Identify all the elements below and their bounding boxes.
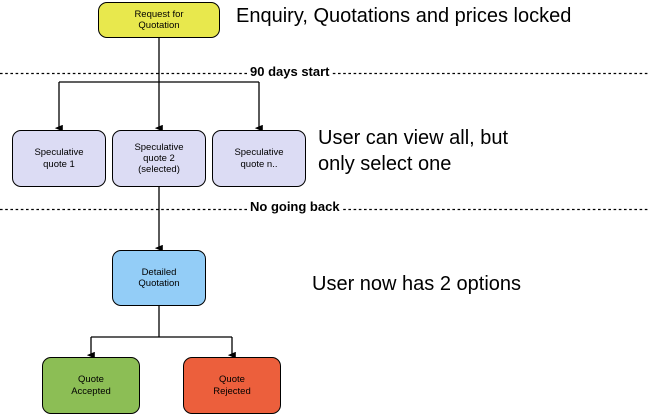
node-detailed-quotation[interactable]: Detailed Quotation	[112, 250, 206, 306]
node-label: Detailed Quotation	[138, 266, 180, 289]
node-request-for-quotation[interactable]: Request for Quotation	[98, 2, 220, 38]
node-label: Quote Accepted	[71, 374, 111, 397]
divider-label-90-days-start: 90 days start	[248, 64, 332, 79]
node-quote-rejected[interactable]: Quote Rejected	[183, 357, 281, 414]
node-speculative-quote-2-selected[interactable]: Speculative quote 2 (selected)	[112, 130, 206, 187]
node-label: Speculative quote 2 (selected)	[134, 141, 184, 176]
node-quote-accepted[interactable]: Quote Accepted	[42, 357, 140, 414]
node-label: Request for Quotation	[134, 8, 184, 31]
node-label: Quote Rejected	[213, 374, 251, 397]
node-label: Speculative quote 1	[34, 147, 84, 170]
node-label: Speculative quote n..	[234, 147, 284, 170]
node-speculative-quote-1[interactable]: Speculative quote 1	[12, 130, 106, 187]
node-speculative-quote-n[interactable]: Speculative quote n..	[212, 130, 306, 187]
annotation-two-options: User now has 2 options	[312, 273, 522, 295]
divider-label-no-going-back: No going back	[248, 199, 342, 214]
annotation-view-all-select-one: User can view all, but only select one	[318, 127, 509, 175]
annotation-prices-locked: Enquiry, Quotations and prices locked	[236, 5, 572, 27]
